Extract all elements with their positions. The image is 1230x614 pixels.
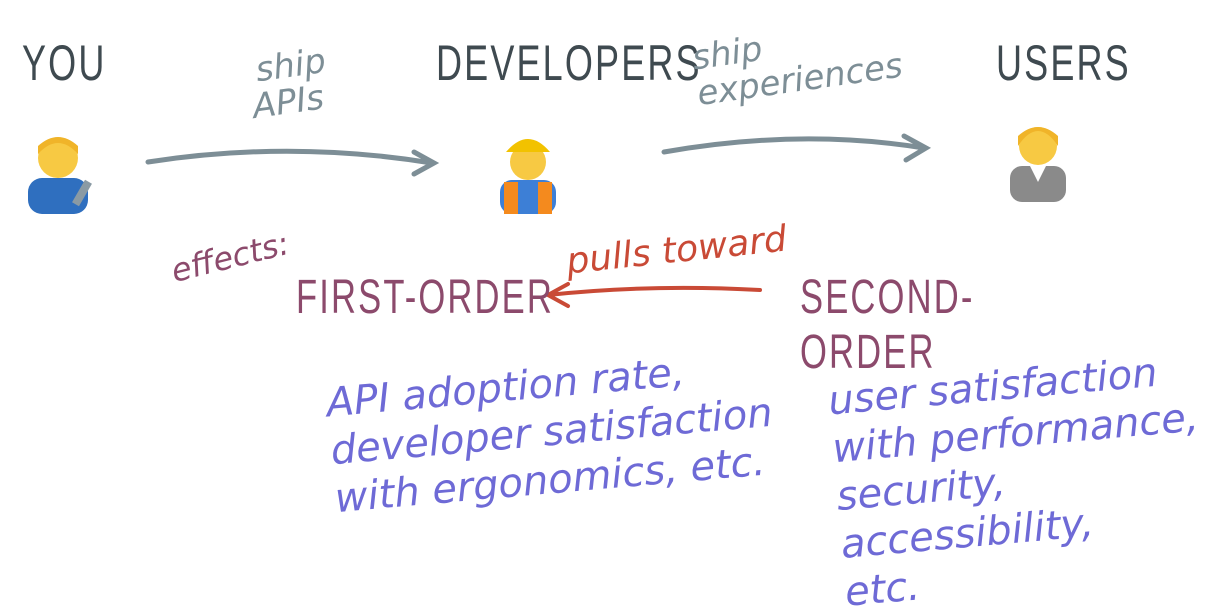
- office-worker-icon: [1010, 127, 1066, 202]
- arrow-you-to-developers: [145, 148, 440, 177]
- users-label: USERS: [996, 35, 1131, 91]
- you-label: YOU: [22, 35, 107, 91]
- first-order-title: FIRST-ORDER: [296, 271, 555, 324]
- arrow-developers-to-users: [661, 133, 932, 163]
- construction-worker-icon: [500, 139, 556, 214]
- mechanic-person-icon: [28, 137, 92, 214]
- second-order-title: SECOND-ORDER: [800, 271, 975, 379]
- arrow-pulls-toward: [543, 282, 762, 308]
- developers-label: DEVELOPERS: [436, 35, 702, 91]
